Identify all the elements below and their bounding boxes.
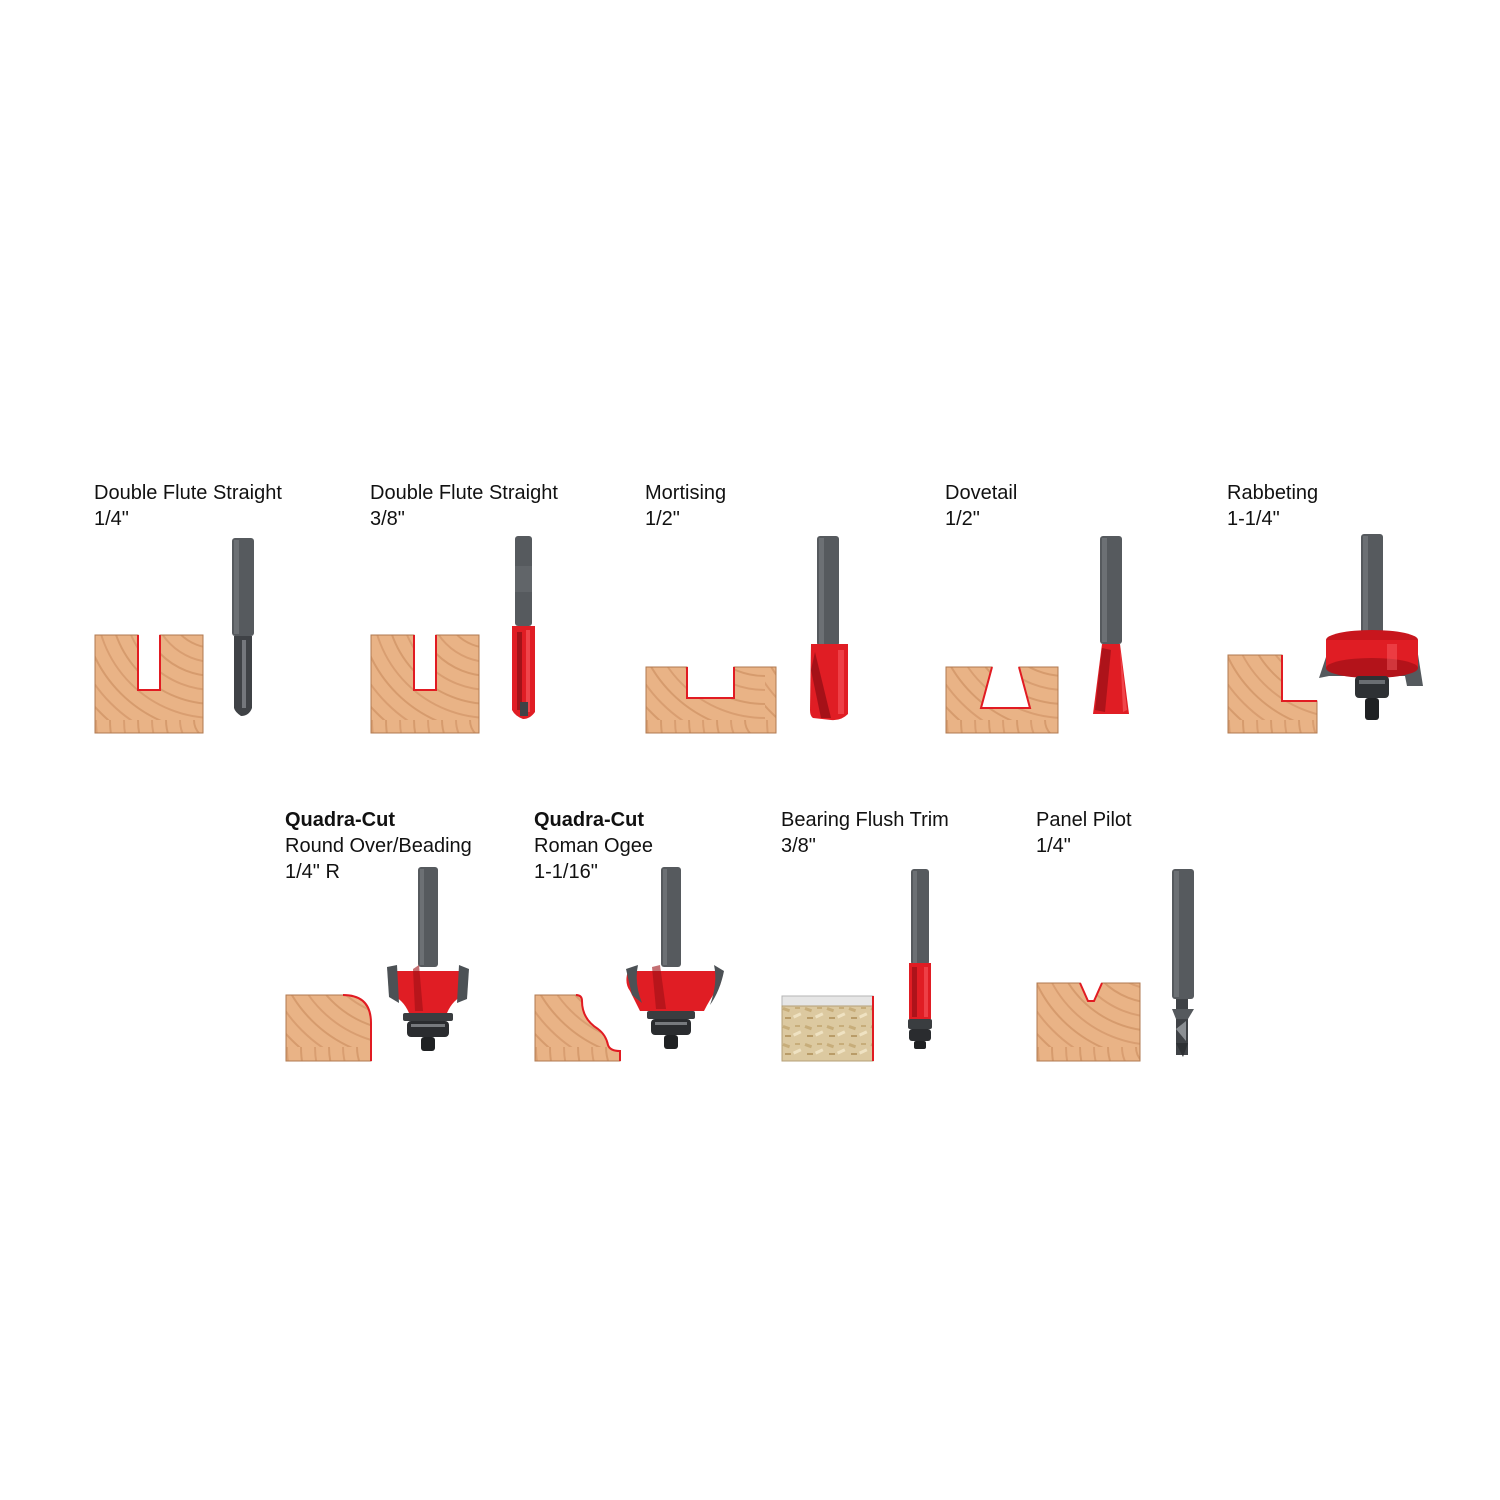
product-size: 1/4" <box>94 508 129 530</box>
product-card: Dovetail 1/2" <box>945 480 1185 740</box>
straight-bit-icon <box>512 536 535 719</box>
product-size: 1/2" <box>645 508 680 530</box>
product-size: 1-1/4" <box>1227 508 1280 530</box>
product-title: Rabbeting <box>1227 482 1319 504</box>
wood-profile-square-groove <box>370 634 480 734</box>
product-brand: Quadra-Cut <box>534 809 644 831</box>
product-card: Panel Pilot 1/4" <box>1036 807 1276 1067</box>
product-title: Dovetail <box>945 482 1018 504</box>
rabbeting-bit-icon <box>1319 534 1423 720</box>
wood-profile-ogee <box>534 994 621 1062</box>
wood-profile-roundover <box>285 994 372 1062</box>
straight-bit-icon <box>232 538 254 716</box>
product-size: 1/4" <box>1036 835 1071 857</box>
product-caption: Double Flute Straight 3/8" <box>370 480 558 532</box>
product-caption: Quadra-Cut Round Over/Beading 1/4" R <box>285 807 472 885</box>
product-card: Quadra-Cut Round Over/Beading 1/4" R <box>285 807 525 1067</box>
ogee-bit-icon <box>626 867 724 1049</box>
roundover-bit-icon <box>387 867 469 1051</box>
product-size: 1-1/16" <box>534 861 598 883</box>
product-title: Roman Ogee <box>534 835 653 857</box>
mortising-bit-icon <box>810 536 848 721</box>
product-caption: Mortising 1/2" <box>645 480 726 532</box>
product-caption: Double Flute Straight 1/4" <box>94 480 282 532</box>
product-card: Rabbeting 1-1/4" <box>1227 480 1467 740</box>
product-card: Double Flute Straight 3/8" <box>370 480 610 740</box>
product-caption: Quadra-Cut Roman Ogee 1-1/16" <box>534 807 653 885</box>
dovetail-bit-icon <box>1093 536 1129 714</box>
product-card: Double Flute Straight 1/4" <box>94 480 334 740</box>
product-caption: Bearing Flush Trim 3/8" <box>781 807 949 859</box>
product-card: Bearing Flush Trim 3/8" <box>781 807 1021 1067</box>
panel-pilot-bit-icon <box>1172 869 1194 1057</box>
wood-profile-v-notch <box>1036 982 1141 1062</box>
wood-profile-mortise <box>645 666 777 734</box>
product-caption: Rabbeting 1-1/4" <box>1227 480 1318 532</box>
product-caption: Dovetail 1/2" <box>945 480 1017 532</box>
flush-trim-bit-icon <box>908 869 932 1049</box>
product-card: Mortising 1/2" <box>645 480 905 740</box>
product-title: Double Flute Straight <box>94 482 282 504</box>
product-card: Quadra-Cut Roman Ogee 1-1/16" <box>534 807 774 1067</box>
product-caption: Panel Pilot 1/4" <box>1036 807 1132 859</box>
product-title: Panel Pilot <box>1036 809 1132 831</box>
product-size: 1/4" R <box>285 861 340 883</box>
wood-profile-rabbet <box>1227 654 1318 734</box>
product-size: 3/8" <box>781 835 816 857</box>
wood-profile-square-groove <box>94 634 204 734</box>
product-title: Double Flute Straight <box>370 482 558 504</box>
product-size: 1/2" <box>945 508 980 530</box>
product-brand: Quadra-Cut <box>285 809 395 831</box>
particleboard-profile-flush <box>781 995 874 1062</box>
wood-profile-dovetail <box>945 666 1059 734</box>
product-size: 3/8" <box>370 508 405 530</box>
product-title: Bearing Flush Trim <box>781 809 949 831</box>
product-title: Round Over/Beading <box>285 835 472 857</box>
product-title: Mortising <box>645 482 727 504</box>
